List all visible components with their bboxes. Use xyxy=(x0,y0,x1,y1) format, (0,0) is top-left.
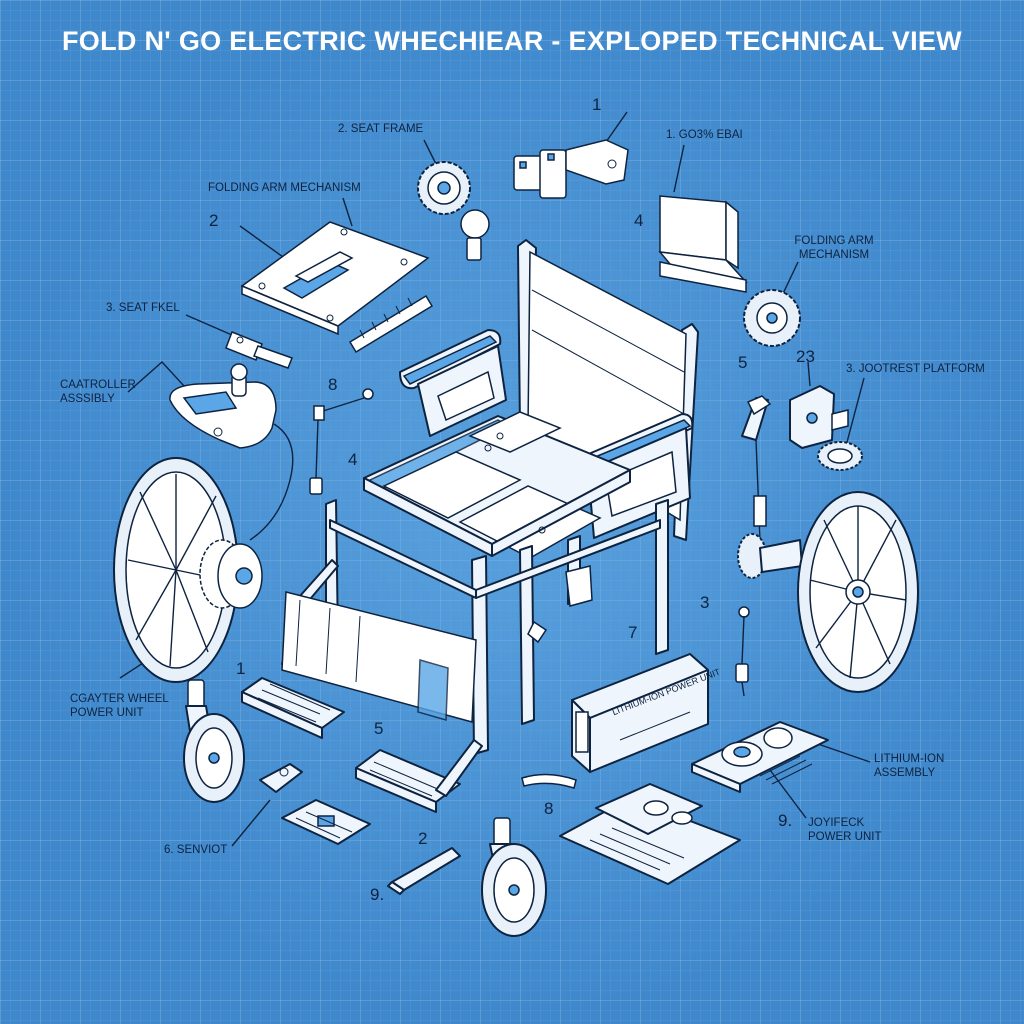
right-hub-gear xyxy=(737,533,803,579)
cable-8 xyxy=(309,388,374,495)
label-go3-ebai: 1. GO3% EBAI xyxy=(666,129,743,141)
left-footrest xyxy=(241,677,345,739)
label-caster-line2: POWER UNIT xyxy=(70,707,144,719)
bracket-comb xyxy=(348,294,434,354)
right-plate xyxy=(789,385,849,449)
callout-number-9-joystick: 9. xyxy=(778,811,793,830)
callout-number-1-left: 1 xyxy=(236,659,246,678)
label-seat-frame: 2. SEAT FRAME xyxy=(338,123,424,135)
callout-number-5-footrest: 5 xyxy=(374,719,384,738)
right-cable xyxy=(735,606,750,697)
diagram-title: FOLD N' GO ELECTRIC WHECHIEAR - EXPLOPED… xyxy=(62,26,962,56)
joystick-controller xyxy=(169,363,294,541)
label-senviot: 6. SENVIOT xyxy=(164,844,228,856)
label-controller-assembly: CAATROLLER ASSSIBLY xyxy=(60,378,136,406)
left-drive-wheel xyxy=(113,457,263,683)
left-caster-wheel xyxy=(183,679,245,803)
label-folding-arm-right: FOLDING ARM MECHANISM xyxy=(786,234,882,262)
callout-number-4-mid: 4 xyxy=(348,450,358,469)
display-panel xyxy=(658,195,748,293)
callout-number-3-right: 3 xyxy=(700,593,710,612)
bottom-bracket xyxy=(387,847,461,895)
top-motor-bracket xyxy=(513,139,629,199)
callout-number-2-left: 2 xyxy=(209,211,219,230)
small-right-gear xyxy=(817,441,863,471)
callout-number-8-mid: 8 xyxy=(328,375,338,394)
callout-number-9-bottom: 9. xyxy=(370,885,385,904)
callout-number-5-right: 5 xyxy=(738,353,748,372)
battery-pack xyxy=(571,653,709,773)
top-gear xyxy=(417,161,471,215)
chair-frame xyxy=(281,239,699,755)
label-caster-wheel: CGAYTER WHEEL POWER UNIT xyxy=(70,692,169,720)
label-lithium-line1: LITHIUM-ION xyxy=(874,753,945,765)
label-lithium-ion-assembly: LITHIUM-ION ASSEMBLY xyxy=(874,752,944,780)
bottom-arc xyxy=(521,773,577,789)
label-joystick-line1: JOYIFECK xyxy=(808,817,865,829)
label-seat-fkel: 3. SEAT FKEL xyxy=(106,302,180,314)
side-lever xyxy=(225,331,293,369)
callout-number-23: 23 xyxy=(796,347,815,366)
label-joystick-line2: POWER UNIT xyxy=(808,831,882,843)
label-folding-arm-left: FOLDING ARM MECHANISM xyxy=(208,182,361,194)
label-joystick-power-unit: JOYIFECK POWER UNIT xyxy=(808,816,881,844)
label-folding-arm-right-line2: MECHANISM xyxy=(798,249,870,261)
right-gear xyxy=(743,289,801,347)
label-caster-line1: CGAYTER WHEEL xyxy=(70,693,169,705)
right-clip xyxy=(741,395,772,541)
right-footrest xyxy=(355,739,483,813)
bottom-clip xyxy=(259,763,303,793)
callout-number-7-battery: 7 xyxy=(628,623,638,642)
label-controller-line1: CAATROLLER xyxy=(60,379,136,391)
label-lithium-line2: ASSEMBLY xyxy=(874,767,936,779)
callout-number-4-right: 4 xyxy=(634,211,644,230)
seat-plate xyxy=(240,221,430,336)
callout-number-8-bottom: 8 xyxy=(544,799,554,818)
label-folding-arm-right-line1: FOLDING ARM xyxy=(794,235,874,247)
bottom-caster-wheel xyxy=(481,817,547,937)
bottom-circuit-left xyxy=(281,799,371,845)
label-controller-line2: ASSSIBLY xyxy=(60,393,115,405)
small-hub xyxy=(460,209,490,261)
callout-number-2-bottom: 2 xyxy=(418,829,428,848)
label-footrest-platform: 3. JOOTREST PLATFORM xyxy=(846,363,985,375)
bottom-circuit-board xyxy=(559,783,741,885)
right-controller-board xyxy=(691,721,829,793)
leader-lines xyxy=(119,111,871,847)
callout-number-1-top: 1 xyxy=(592,95,602,114)
right-drive-wheel xyxy=(797,491,919,693)
